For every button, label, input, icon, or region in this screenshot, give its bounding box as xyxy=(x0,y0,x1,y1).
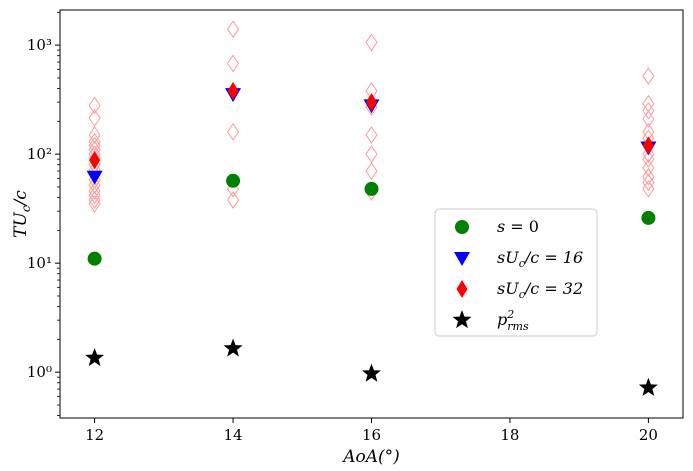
data-point xyxy=(642,150,655,169)
data-point xyxy=(642,173,655,192)
x-axis-label: AoA(°) xyxy=(341,447,400,467)
x-tick-label: 14 xyxy=(224,426,243,444)
legend-marker xyxy=(456,280,468,298)
data-point xyxy=(88,132,101,151)
data-point xyxy=(88,194,101,213)
data-point xyxy=(87,251,102,266)
data-point xyxy=(365,33,378,52)
data-point xyxy=(88,126,101,144)
data-point xyxy=(642,167,655,186)
data-point xyxy=(638,377,658,396)
data-point xyxy=(365,145,378,164)
data-point xyxy=(642,67,655,85)
data-point xyxy=(223,338,243,357)
data-point xyxy=(642,94,655,113)
data-point xyxy=(642,145,655,164)
x-tick-label: 12 xyxy=(85,426,104,444)
data-point xyxy=(642,136,654,155)
data-point xyxy=(88,182,101,200)
data-point xyxy=(365,126,378,144)
data-point xyxy=(85,347,105,367)
plot-marks xyxy=(85,20,658,396)
data-point xyxy=(89,151,101,170)
data-point xyxy=(642,110,655,128)
y-tick-label: 10¹ xyxy=(27,254,52,272)
data-point xyxy=(227,81,239,100)
data-point xyxy=(226,123,240,141)
data-point xyxy=(361,363,382,382)
data-point xyxy=(88,109,101,127)
legend-label: sUc/c = 16 xyxy=(497,248,583,270)
legend-marker xyxy=(452,310,472,329)
data-point xyxy=(641,210,656,225)
data-point xyxy=(88,186,101,205)
data-point xyxy=(86,170,103,185)
data-point xyxy=(226,191,240,209)
y-tick-label: 10² xyxy=(27,145,52,163)
y-tick-label: 10³ xyxy=(27,36,52,54)
data-point xyxy=(642,101,655,120)
data-point xyxy=(226,173,241,188)
legend-marker xyxy=(455,220,469,234)
data-point xyxy=(642,180,655,198)
y-tick-label: 10⁰ xyxy=(27,363,52,381)
legend-label: s = 0 xyxy=(497,217,539,236)
data-point xyxy=(88,96,101,115)
x-tick-label: 20 xyxy=(639,426,658,444)
data-point xyxy=(88,191,101,209)
data-point xyxy=(364,181,379,196)
x-tick-label: 18 xyxy=(500,426,519,444)
data-point xyxy=(88,176,101,194)
y-axis-label: TUc/c xyxy=(11,190,33,238)
axes: 12 14 16 18 20 10⁰ 10¹ 10² 10³ AoA(°) TUc/c xyxy=(11,11,658,467)
legend-box xyxy=(434,208,598,337)
data-point xyxy=(226,54,240,73)
data-point xyxy=(226,20,240,39)
legend-marker xyxy=(454,252,470,266)
data-point xyxy=(642,158,655,177)
x-tick-label: 16 xyxy=(362,426,381,444)
data-point xyxy=(366,93,377,112)
legend-label: sUc/c = 32 xyxy=(497,279,583,301)
data-point xyxy=(365,162,378,180)
